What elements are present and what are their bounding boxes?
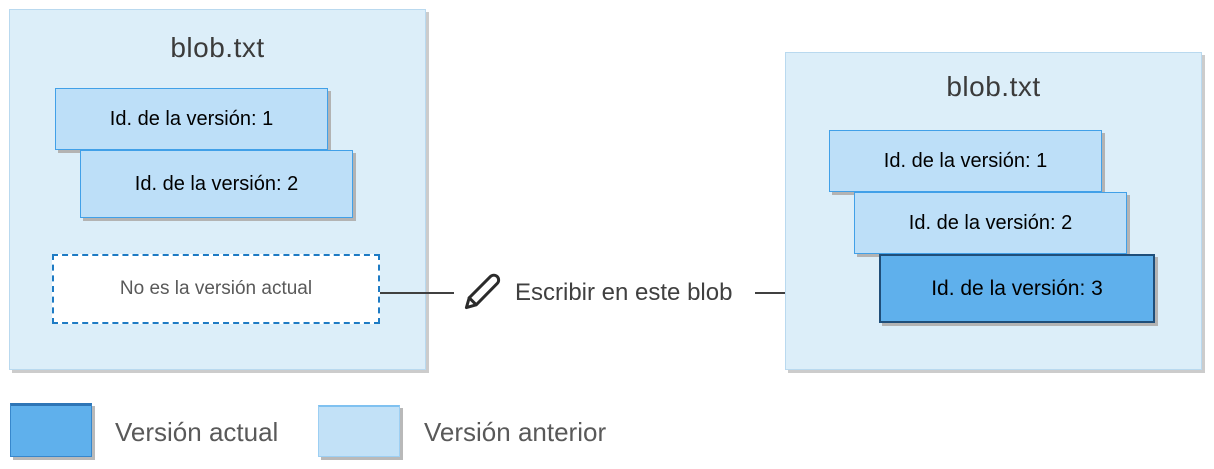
- legend-previous-version-label: Versión anterior: [424, 417, 607, 447]
- write-action-label: Escribir en este blob: [515, 279, 733, 306]
- right-version-3-current-card: Id. de la versión: 3: [879, 254, 1155, 323]
- right-version-1-card: Id. de la versión: 1: [829, 130, 1102, 192]
- legend-previous-version-swatch: [318, 405, 400, 457]
- pencil-icon: [461, 271, 503, 313]
- right-blob-title: blob.txt: [946, 71, 1041, 102]
- legend-current-version-swatch: [10, 403, 92, 457]
- not-current-version-note: No es la versión actual: [52, 254, 380, 324]
- right-version-2-card: Id. de la versión: 2: [854, 192, 1127, 254]
- left-blob-title: blob.txt: [170, 32, 265, 63]
- left-version-2-card: Id. de la versión: 2: [80, 150, 353, 218]
- left-version-1-card: Id. de la versión: 1: [55, 88, 328, 150]
- legend-current-version-label: Versión actual: [115, 417, 279, 447]
- connector-line-left: [380, 292, 454, 294]
